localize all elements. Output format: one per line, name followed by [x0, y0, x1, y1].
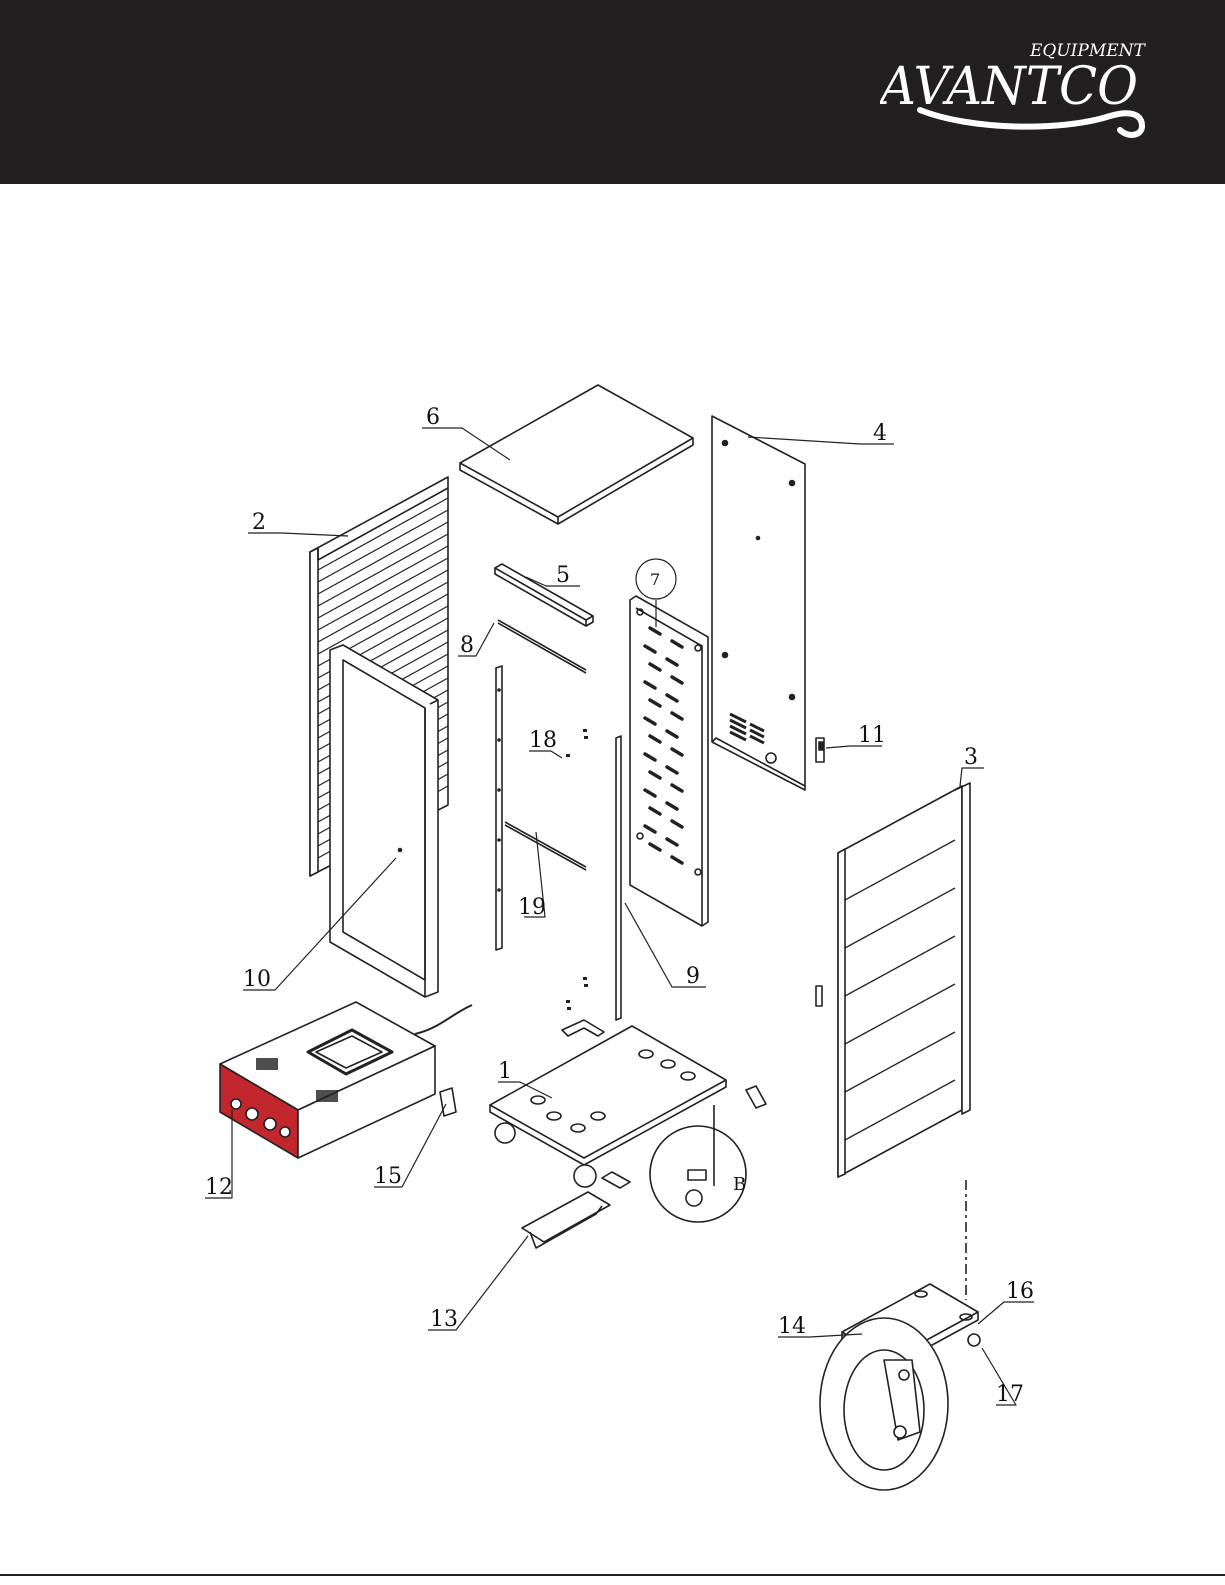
part-9-upright-rail: [616, 736, 621, 1020]
callout-19: 19: [518, 895, 546, 920]
callout-7: 7: [650, 570, 660, 589]
callout-11: 11: [858, 723, 886, 748]
part-8-rod: [498, 620, 586, 673]
callout-3: 3: [964, 745, 978, 770]
part-4-back-panel: [712, 416, 805, 790]
callout-5: 5: [556, 563, 570, 588]
callout-1: 1: [498, 1059, 512, 1084]
part-5-top-rail: [495, 564, 593, 626]
part-12-heater-unit: [220, 1002, 472, 1158]
part-10-door: [330, 645, 438, 997]
part-13-pan: [522, 1192, 610, 1248]
callout-6: 6: [426, 405, 440, 430]
bottom-rule: [0, 1574, 1225, 1576]
callout-16: 16: [1006, 1279, 1034, 1304]
callout-13: 13: [430, 1307, 458, 1332]
callout-9: 9: [686, 964, 700, 989]
callout-18: 18: [529, 728, 557, 753]
left-upright-rail: [496, 666, 502, 950]
callout-4: 4: [873, 421, 887, 446]
callout-12: 12: [205, 1175, 233, 1200]
detail-b-caster: [650, 1105, 746, 1222]
part-6-top-panel: [460, 385, 693, 524]
callout-8: 8: [460, 633, 474, 658]
part-11-latch: [816, 738, 824, 762]
part-19-rod: [505, 822, 586, 870]
callout-15: 15: [374, 1164, 402, 1189]
callout-17: 17: [996, 1382, 1024, 1407]
callout-detail-b: B: [733, 1174, 746, 1195]
part-7-perforated-panel: [630, 596, 708, 926]
callout-14: 14: [778, 1314, 806, 1339]
part-3-right-side-rack: [816, 783, 970, 1177]
callout-10: 10: [243, 967, 271, 992]
callout-2: 2: [252, 510, 266, 535]
